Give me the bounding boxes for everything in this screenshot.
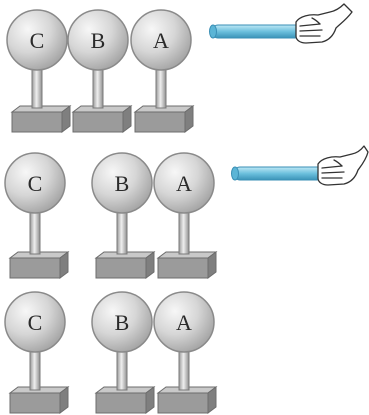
hand-icon [317, 145, 369, 186]
sphere-label-a: A [153, 28, 169, 53]
sphere-a-stand: A [153, 291, 218, 414]
sphere-c [4, 152, 66, 214]
sphere-a-stand: A [153, 152, 218, 279]
row-3: C B A [4, 291, 218, 414]
sphere-label-c: C [28, 171, 43, 196]
sphere-c-stand: C [4, 152, 70, 279]
sphere-c [6, 9, 68, 71]
rod-icon [211, 24, 305, 39]
sphere-label-c: C [28, 310, 43, 335]
row-1: C B A [6, 3, 353, 133]
sphere-label-a: A [176, 171, 192, 196]
charged-rod-1 [209, 24, 305, 39]
sphere-b-stand: B [91, 152, 156, 279]
sphere-label-b: B [115, 171, 130, 196]
sphere-a [130, 9, 192, 71]
sphere-label-b: B [91, 28, 106, 53]
sphere-b [67, 9, 129, 71]
sphere-label-a: A [176, 310, 192, 335]
sphere-c-stand: C [4, 291, 70, 414]
sphere-a [153, 291, 215, 353]
row-2: C B A [4, 145, 369, 279]
charged-rod-2 [231, 166, 327, 181]
rod-icon [233, 166, 327, 181]
sphere-b-stand: B [67, 9, 133, 133]
sphere-b [91, 291, 153, 353]
sphere-c [4, 291, 66, 353]
sphere-c-stand: C [6, 9, 72, 133]
sphere-b-stand: B [91, 291, 156, 414]
sphere-a [153, 152, 215, 214]
sphere-label-b: B [115, 310, 130, 335]
hand-icon [295, 3, 353, 44]
sphere-b [91, 152, 153, 214]
sphere-a-stand: A [130, 9, 195, 133]
sphere-label-c: C [30, 28, 45, 53]
